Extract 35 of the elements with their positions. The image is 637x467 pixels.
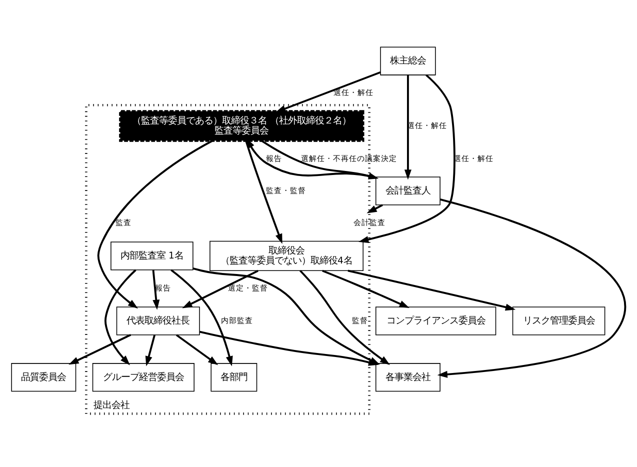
node-box: 各事業会社 bbox=[375, 363, 440, 392]
arrow bbox=[348, 270, 516, 311]
node-box: グループ経営委員会 bbox=[92, 363, 194, 392]
node-box: 各部門 bbox=[210, 363, 258, 392]
node-box: 株主総会 bbox=[380, 46, 436, 76]
arrow bbox=[246, 138, 376, 179]
edge-label: 監督 bbox=[352, 316, 368, 325]
edge-label: 報告 bbox=[266, 154, 282, 163]
node-box: （監査等委員である）取締役３名 （社外取締役２名） 監査等委員会 bbox=[119, 110, 364, 142]
arrow bbox=[245, 140, 282, 244]
node-box: 取締役会 （監査等委員でない）取締役4名 bbox=[210, 240, 364, 272]
arrow bbox=[68, 334, 132, 365]
arrow bbox=[170, 269, 233, 366]
arrow bbox=[145, 334, 156, 366]
edge-label: 監査・監督 bbox=[266, 186, 306, 195]
arrow bbox=[97, 140, 213, 309]
node-box: リスク管理委員会 bbox=[512, 306, 606, 336]
edge-label: 会計監査 bbox=[353, 218, 386, 227]
node-box: 代表取締役社長 bbox=[116, 306, 200, 336]
arrow bbox=[322, 270, 410, 308]
edge-label: 監査 bbox=[115, 218, 132, 227]
arrow bbox=[358, 74, 456, 243]
node-box: コンプライアンス委員会 bbox=[375, 306, 496, 336]
edge-label: 選解任・不再任の議案決定 bbox=[301, 154, 398, 163]
arrow bbox=[437, 198, 626, 378]
node-box: 内部監査室 1名 bbox=[110, 242, 194, 270]
arrow bbox=[404, 75, 412, 180]
arrow bbox=[104, 269, 136, 366]
node-box: 会計監査人 bbox=[375, 176, 440, 206]
arrow bbox=[366, 204, 383, 214]
node-box: 品質委員会 bbox=[11, 363, 76, 392]
arrow bbox=[182, 270, 258, 308]
arrow bbox=[275, 71, 381, 112]
edge-label: 内部監査 bbox=[221, 316, 254, 325]
arrow bbox=[176, 334, 218, 366]
